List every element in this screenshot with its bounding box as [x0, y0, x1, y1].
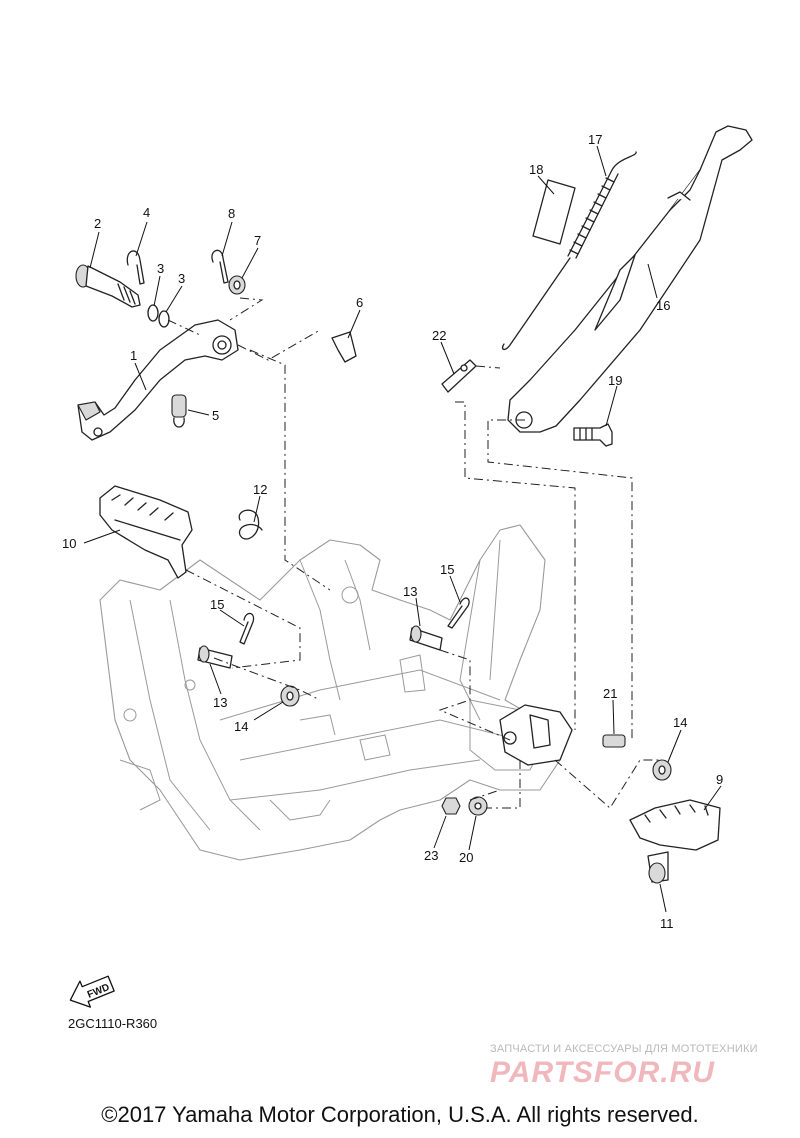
callout-6: 6: [356, 295, 363, 310]
cotter-pin-15-left-part: [239, 612, 255, 645]
footrest-spring-left-part: [238, 509, 263, 540]
callout-18: 18: [529, 162, 543, 177]
callout-21: 21: [603, 686, 617, 701]
washer-20-part: [468, 796, 488, 816]
callout-13b: 13: [403, 584, 417, 599]
callout-4: 4: [143, 205, 150, 220]
watermark-logo: PARTSFOR.RU: [490, 1056, 715, 1089]
callout-17: 17: [588, 132, 602, 147]
callout-15a: 15: [210, 597, 224, 612]
callout-11: 11: [660, 916, 674, 931]
cotter-pin-15-right-part: [447, 597, 470, 629]
callout-3b: 3: [178, 271, 185, 286]
callout-5: 5: [212, 408, 219, 423]
o-ring-parts: [147, 304, 170, 328]
callout-16: 16: [656, 298, 670, 313]
clip-part: [126, 250, 145, 285]
sidestand-spring-part: [501, 151, 637, 351]
callout-23: 23: [424, 848, 438, 863]
callout-numbers: 2 4 3 3 8 7 6 1 5 10 12 15 13 14 13 15 1…: [62, 132, 723, 931]
callout-3a: 3: [157, 261, 164, 276]
pivot-bolt-part: [75, 264, 141, 308]
bolt-6-part: [331, 331, 357, 363]
assembly-lines: [167, 297, 660, 809]
callout-9: 9: [716, 772, 723, 787]
callout-14b: 14: [673, 715, 687, 730]
footrest-spring-right-part: [648, 862, 666, 884]
left-footrest-part: [99, 485, 193, 579]
cotter-pin-part: [211, 249, 229, 284]
bolt-19-part: [573, 423, 613, 447]
nut-23-part: [441, 797, 461, 815]
callout-13a: 13: [213, 695, 227, 710]
watermark-subtitle: ЗАПЧАСТИ И АКСЕССУАРЫ ДЛЯ МОТОТЕХНИКИ: [490, 1043, 758, 1055]
washer-14-left-part: [280, 685, 300, 707]
callout-12: 12: [253, 482, 267, 497]
spring-cover-part: [532, 179, 576, 245]
leader-lines: [83, 145, 722, 913]
washer-14-right-part: [652, 759, 672, 781]
bracket-22-part: [441, 359, 477, 393]
callout-8: 8: [228, 206, 235, 221]
callout-1: 1: [130, 348, 137, 363]
frame-illustration: [99, 524, 561, 861]
fwd-arrow-icon: FWD: [69, 975, 115, 1008]
callout-10: 10: [62, 536, 76, 551]
callout-2: 2: [94, 216, 101, 231]
brake-pedal-part: [77, 319, 239, 441]
callout-20: 20: [459, 850, 473, 865]
sidestand-bracket-part: [499, 704, 573, 766]
right-footrest-part: [629, 799, 721, 883]
sidestand-part: [507, 125, 753, 433]
callout-7: 7: [254, 233, 261, 248]
callout-15b: 15: [440, 562, 454, 577]
copyright-notice: ©2017 Yamaha Motor Corporation, U.S.A. A…: [101, 1102, 699, 1127]
drawing-code: 2GC1110-R360: [68, 1016, 158, 1031]
pedal-spring-part: [171, 394, 187, 428]
collar-21-part: [602, 734, 626, 748]
callout-22: 22: [432, 328, 446, 343]
callout-19: 19: [608, 373, 622, 388]
callout-14a: 14: [234, 719, 248, 734]
washer-7-part: [228, 275, 246, 295]
